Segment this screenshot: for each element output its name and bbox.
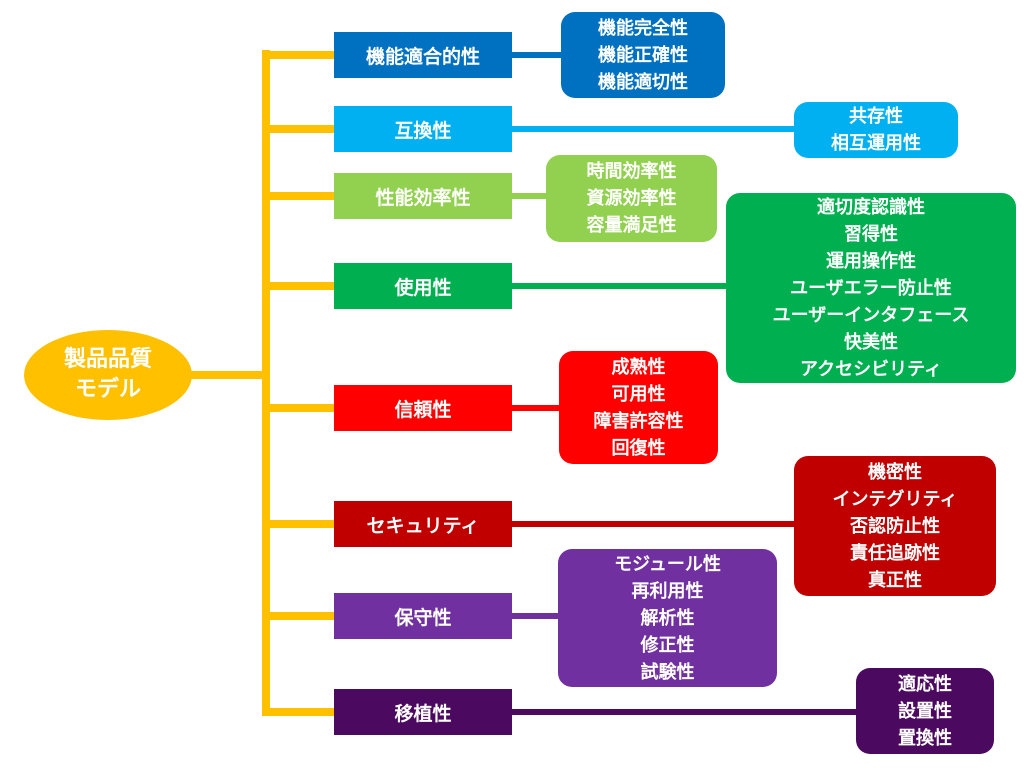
characteristic-box: 信頼性 — [334, 385, 512, 431]
sub-connector-line — [512, 613, 558, 619]
root-label-line-2: モデル — [74, 377, 141, 402]
sub-characteristic-label: アクセシビリティ — [799, 358, 943, 380]
sub-characteristic-label: 相互運用性 — [831, 133, 921, 154]
root-node: 製品品質 モデル — [24, 330, 192, 420]
sub-characteristic-label: 適応性 — [898, 673, 952, 695]
sub-characteristic-label: 試験性 — [640, 661, 695, 683]
sub-connector-line — [512, 193, 546, 199]
sub-characteristic-label: 置換性 — [898, 727, 952, 749]
characteristic-label: 保守性 — [394, 606, 452, 629]
sub-characteristic-label: 再利用性 — [631, 580, 704, 602]
characteristic-label: セキュリティ — [366, 514, 480, 537]
sub-characteristic-label: 機能適切性 — [598, 71, 688, 93]
sub-characteristic-label: 機能正確性 — [598, 44, 688, 66]
root-connector — [190, 371, 262, 379]
characteristic-label: 使用性 — [394, 276, 452, 299]
characteristic-label: 互換性 — [394, 119, 452, 142]
branch-line — [262, 282, 334, 290]
branch-line — [262, 125, 334, 133]
sub-connector-line — [512, 126, 794, 132]
sub-characteristic-label: ユーザーインタフェース — [772, 304, 970, 326]
sub-characteristic-label: 成熟性 — [611, 356, 666, 378]
sub-characteristics-box: 機密性インテグリティ否認防止性責任追跡性真正性 — [794, 456, 996, 596]
branch-line — [262, 51, 334, 59]
characteristic-label: 機能適合的性 — [365, 45, 480, 68]
sub-characteristic-label: ユーザエラー防止性 — [790, 277, 952, 299]
sub-characteristic-label: 回復性 — [611, 437, 666, 459]
sub-characteristic-label: 解析性 — [640, 607, 695, 629]
characteristic-box: 保守性 — [334, 593, 512, 639]
sub-characteristics-box: モジュール性再利用性解析性修正性試験性 — [558, 549, 777, 687]
sub-connector-line — [512, 283, 726, 289]
branch-line — [262, 708, 334, 716]
sub-characteristic-label: 時間効率性 — [586, 161, 677, 182]
sub-characteristic-label: 運用操作性 — [826, 250, 916, 272]
sub-characteristics-box: 時間効率性資源効率性容量満足性 — [546, 155, 717, 242]
characteristic-box: 互換性 — [334, 106, 512, 152]
characteristic-label: 移植性 — [394, 702, 452, 725]
sub-characteristic-label: インテグリティ — [832, 488, 958, 510]
sub-characteristic-label: 否認防止性 — [850, 515, 940, 537]
characteristic-box: 機能適合的性 — [334, 32, 512, 78]
sub-characteristics-box: 適応性設置性置換性 — [856, 668, 994, 754]
branch-line — [262, 520, 334, 528]
branch-line — [262, 404, 334, 412]
sub-connector-line — [512, 521, 794, 527]
characteristic-box: 性能効率性 — [334, 173, 512, 219]
sub-characteristics-box: 共存性相互運用性 — [794, 102, 958, 158]
sub-characteristic-label: 機密性 — [868, 461, 922, 483]
sub-characteristic-label: 習得性 — [844, 223, 898, 245]
characteristic-label: 性能効率性 — [375, 186, 471, 209]
characteristic-box: セキュリティ — [334, 501, 512, 547]
characteristic-box: 移植性 — [334, 689, 512, 735]
sub-characteristic-label: 修正性 — [640, 634, 695, 656]
trunk-line — [262, 50, 270, 716]
sub-characteristic-label: 容量満足性 — [586, 215, 677, 236]
root-label-line-1: 製品品質 — [63, 347, 152, 372]
branch-line — [262, 612, 334, 620]
sub-connector-line — [512, 52, 561, 58]
sub-characteristic-label: 適切度認識性 — [817, 196, 925, 218]
characteristic-box: 使用性 — [334, 263, 512, 309]
sub-characteristics-box: 適切度認識性習得性運用操作性ユーザエラー防止性ユーザーインタフェース快美性アクセ… — [726, 193, 1016, 383]
sub-characteristic-label: 機能完全性 — [598, 17, 688, 39]
sub-characteristic-label: 共存性 — [849, 106, 903, 127]
sub-characteristic-label: 快美性 — [844, 331, 898, 353]
sub-characteristic-label: モジュール性 — [614, 553, 721, 575]
sub-characteristic-label: 資源効率性 — [586, 188, 677, 209]
sub-characteristic-label: 障害許容性 — [593, 410, 684, 432]
sub-characteristic-label: 真正性 — [868, 569, 922, 591]
sub-connector-line — [512, 709, 856, 715]
sub-characteristic-label: 設置性 — [898, 700, 952, 722]
characteristic-label: 信頼性 — [394, 398, 452, 421]
sub-characteristic-label: 可用性 — [611, 383, 666, 405]
sub-characteristics-box: 成熟性可用性障害許容性回復性 — [559, 351, 718, 464]
sub-characteristic-label: 責任追跡性 — [850, 542, 940, 564]
sub-connector-line — [512, 405, 559, 411]
branch-line — [262, 192, 334, 200]
sub-characteristics-box: 機能完全性機能正確性機能適切性 — [561, 12, 725, 98]
